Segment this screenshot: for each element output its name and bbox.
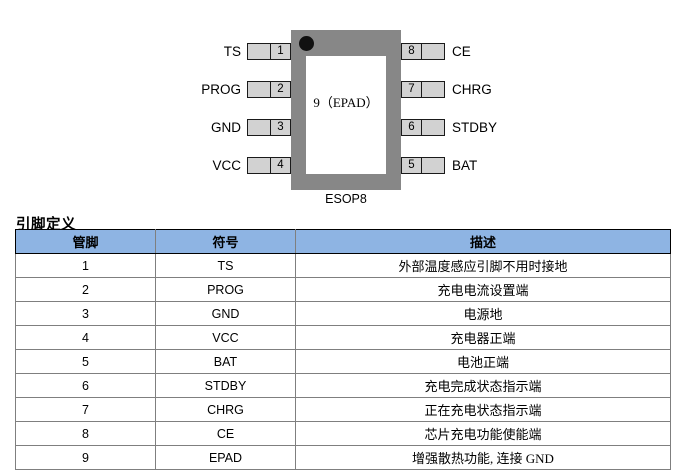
- cell-pin: 2: [15, 277, 156, 302]
- cell-description: 充电完成状态指示端: [295, 373, 671, 398]
- package-stage: 9（EPAD） TS 1 PROG 2 GND 3 VCC: [196, 18, 498, 210]
- table-row: 4 VCC 充电器正端: [15, 325, 671, 350]
- pin-lead-4: 4: [247, 157, 291, 174]
- package-name-label: ESOP8: [325, 192, 367, 206]
- cell-description: 增强散热功能, 连接 GND: [295, 445, 671, 470]
- pin-label-ts: TS: [223, 43, 241, 59]
- table-row: 5 BAT 电池正端: [15, 349, 671, 374]
- pin-lead-8: 8: [401, 43, 445, 60]
- table-header-row: 管脚 符号 描述: [15, 229, 671, 254]
- pin-number-4: 4: [270, 158, 290, 173]
- cell-description: 电源地: [295, 301, 671, 326]
- cell-symbol: VCC: [155, 325, 296, 350]
- table-row: 1 TS 外部温度感应引脚不用时接地: [15, 253, 671, 278]
- pin-number-6: 6: [402, 120, 422, 135]
- pin-row-left-4: VCC 4: [196, 156, 291, 175]
- exposed-pad-area: [306, 56, 386, 174]
- pin-label-chrg: CHRG: [452, 81, 492, 97]
- cell-pin: 9: [15, 445, 156, 470]
- cell-pin: 5: [15, 349, 156, 374]
- lead-body-3: [248, 120, 270, 135]
- cell-symbol: STDBY: [155, 373, 296, 398]
- table-row: 9 EPAD 增强散热功能, 连接 GND: [15, 445, 671, 470]
- column-header-description: 描述: [295, 229, 671, 254]
- cell-symbol: BAT: [155, 349, 296, 374]
- pin-label-prog: PROG: [201, 81, 241, 97]
- cell-description: 电池正端: [295, 349, 671, 374]
- lead-body-1: [248, 44, 270, 59]
- cell-description: 芯片充电功能使能端: [295, 421, 671, 446]
- cell-description: 外部温度感应引脚不用时接地: [295, 253, 671, 278]
- lead-body-8: [422, 44, 444, 59]
- cell-pin: 8: [15, 421, 156, 446]
- cell-description: 正在充电状态指示端: [295, 397, 671, 422]
- pin-row-right-5: 5 BAT: [401, 156, 496, 175]
- table-row: 8 CE 芯片充电功能使能端: [15, 421, 671, 446]
- pin-row-right-6: 6 STDBY: [401, 118, 498, 137]
- cell-pin: 1: [15, 253, 156, 278]
- pin1-dot-icon: [299, 36, 314, 51]
- pin-lead-6: 6: [401, 119, 445, 136]
- lead-body-4: [248, 158, 270, 173]
- column-header-pin: 管脚: [15, 229, 156, 254]
- pin-label-gnd: GND: [211, 119, 241, 135]
- lead-body-6: [422, 120, 444, 135]
- pin-lead-3: 3: [247, 119, 291, 136]
- cell-pin: 4: [15, 325, 156, 350]
- table-row: 6 STDBY 充电完成状态指示端: [15, 373, 671, 398]
- pin-lead-1: 1: [247, 43, 291, 60]
- lead-body-2: [248, 82, 270, 97]
- pin-row-left-2: PROG 2: [196, 80, 291, 99]
- pin-number-3: 3: [270, 120, 290, 135]
- table-row: 2 PROG 充电电流设置端: [15, 277, 671, 302]
- package-diagram: 9（EPAD） TS 1 PROG 2 GND 3 VCC: [0, 0, 686, 210]
- cell-symbol: TS: [155, 253, 296, 278]
- pin-lead-2: 2: [247, 81, 291, 98]
- cell-pin: 7: [15, 397, 156, 422]
- pin-number-1: 1: [270, 44, 290, 59]
- table-row: 7 CHRG 正在充电状态指示端: [15, 397, 671, 422]
- pin-number-7: 7: [402, 82, 422, 97]
- lead-body-7: [422, 82, 444, 97]
- pin-row-left-3: GND 3: [196, 118, 291, 137]
- cell-symbol: GND: [155, 301, 296, 326]
- lead-body-5: [422, 158, 444, 173]
- pin-row-right-8: 8 CE: [401, 42, 496, 61]
- pin-definition-table: 管脚 符号 描述 1 TS 外部温度感应引脚不用时接地 2 PROG 充电电流设…: [15, 229, 671, 470]
- pin-row-left-1: TS 1: [196, 42, 291, 61]
- cell-description: 充电电流设置端: [295, 277, 671, 302]
- ic-body: 9（EPAD）: [291, 30, 401, 190]
- pin-number-8: 8: [402, 44, 422, 59]
- cell-symbol: EPAD: [155, 445, 296, 470]
- pin-label-ce: CE: [452, 43, 471, 59]
- cell-symbol: CE: [155, 421, 296, 446]
- cell-pin: 6: [15, 373, 156, 398]
- cell-pin: 3: [15, 301, 156, 326]
- pin-label-bat: BAT: [452, 157, 478, 173]
- column-header-symbol: 符号: [155, 229, 296, 254]
- pin-label-stdby: STDBY: [452, 119, 498, 135]
- table-row: 3 GND 电源地: [15, 301, 671, 326]
- pin-number-2: 2: [270, 82, 290, 97]
- pin-lead-5: 5: [401, 157, 445, 174]
- pin-label-vcc: VCC: [212, 157, 241, 173]
- pin-row-right-7: 7 CHRG: [401, 80, 496, 99]
- pin-number-5: 5: [402, 158, 422, 173]
- pin-lead-7: 7: [401, 81, 445, 98]
- cell-description: 充电器正端: [295, 325, 671, 350]
- cell-symbol: PROG: [155, 277, 296, 302]
- cell-symbol: CHRG: [155, 397, 296, 422]
- epad-label: 9（EPAD）: [313, 95, 379, 110]
